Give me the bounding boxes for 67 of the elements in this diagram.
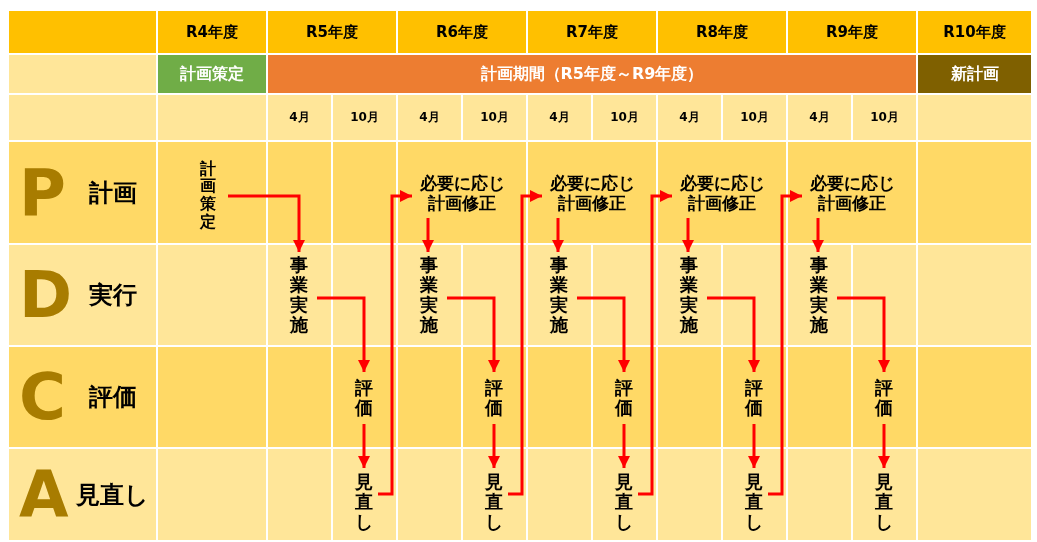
step-label: 評価 — [350, 372, 378, 424]
year-header-cell: R6年度 — [398, 11, 526, 53]
arrow — [878, 424, 890, 468]
phase-letter: A — [19, 461, 69, 528]
phase-band: 新計画 — [918, 55, 1031, 93]
step-label: 見直し — [350, 468, 378, 536]
month-cell: 10月 — [333, 95, 396, 140]
step-label: 事業実施 — [281, 252, 317, 338]
arrow — [317, 296, 370, 372]
year-header-cell: R5年度 — [268, 11, 396, 53]
step-label: 評価 — [740, 372, 768, 424]
arrow — [837, 296, 890, 372]
row-label: 実行 — [87, 280, 138, 310]
phase-letter: P — [19, 159, 66, 226]
arrow — [447, 296, 500, 372]
step-label: 事業実施 — [801, 252, 837, 338]
step-label: 評価 — [870, 372, 898, 424]
step-label: 見直し — [480, 468, 508, 536]
year-header-cell: R10年度 — [918, 11, 1031, 53]
year-header-cell: R4年度 — [158, 11, 266, 53]
month-cell: 10月 — [593, 95, 656, 140]
arrow — [488, 424, 500, 468]
arrow — [577, 296, 630, 372]
row-label: 見直し — [75, 479, 150, 510]
step-label: 必要に応じ計画修正 — [802, 170, 902, 218]
month-cell: 10月 — [853, 95, 916, 140]
arrow — [682, 218, 694, 252]
year-header-cell: R7年度 — [528, 11, 656, 53]
arrow — [228, 194, 305, 252]
arrow — [378, 190, 412, 496]
arrow — [768, 190, 802, 496]
phase-band: 計画期間（R5年度～R9年度） — [268, 55, 916, 93]
step-label: 見直し — [740, 468, 768, 536]
year-header-cell: R8年度 — [658, 11, 786, 53]
row-label: 評価 — [87, 382, 138, 412]
month-cell: 10月 — [463, 95, 526, 140]
month-cell: 4月 — [268, 95, 331, 140]
arrow — [707, 296, 760, 372]
step-label: 事業実施 — [671, 252, 707, 338]
step-label: 見直し — [870, 468, 898, 536]
step-label: 計画策定 — [188, 156, 228, 234]
step-label: 評価 — [610, 372, 638, 424]
arrow — [358, 424, 370, 468]
month-cell: 4月 — [528, 95, 591, 140]
year-header-cell: R9年度 — [788, 11, 916, 53]
step-label: 必要に応じ計画修正 — [412, 170, 512, 218]
step-label: 必要に応じ計画修正 — [672, 170, 772, 218]
month-cell: 4月 — [788, 95, 851, 140]
step-label: 必要に応じ計画修正 — [542, 170, 642, 218]
arrow — [812, 218, 824, 252]
phase-letter: C — [19, 364, 66, 430]
arrow — [748, 424, 760, 468]
row-label: 計画 — [87, 177, 138, 208]
arrow — [618, 424, 630, 468]
step-label: 事業実施 — [411, 252, 447, 338]
arrow — [638, 190, 672, 496]
phase-band: 計画策定 — [158, 55, 266, 93]
arrow — [422, 218, 434, 252]
step-label: 評価 — [480, 372, 508, 424]
month-cell: 10月 — [723, 95, 786, 140]
step-label: 見直し — [610, 468, 638, 536]
step-label: 事業実施 — [541, 252, 577, 338]
arrow — [508, 190, 542, 496]
month-cell: 4月 — [658, 95, 721, 140]
phase-letter: D — [19, 262, 73, 328]
month-cell: 4月 — [398, 95, 461, 140]
arrow — [552, 218, 564, 252]
